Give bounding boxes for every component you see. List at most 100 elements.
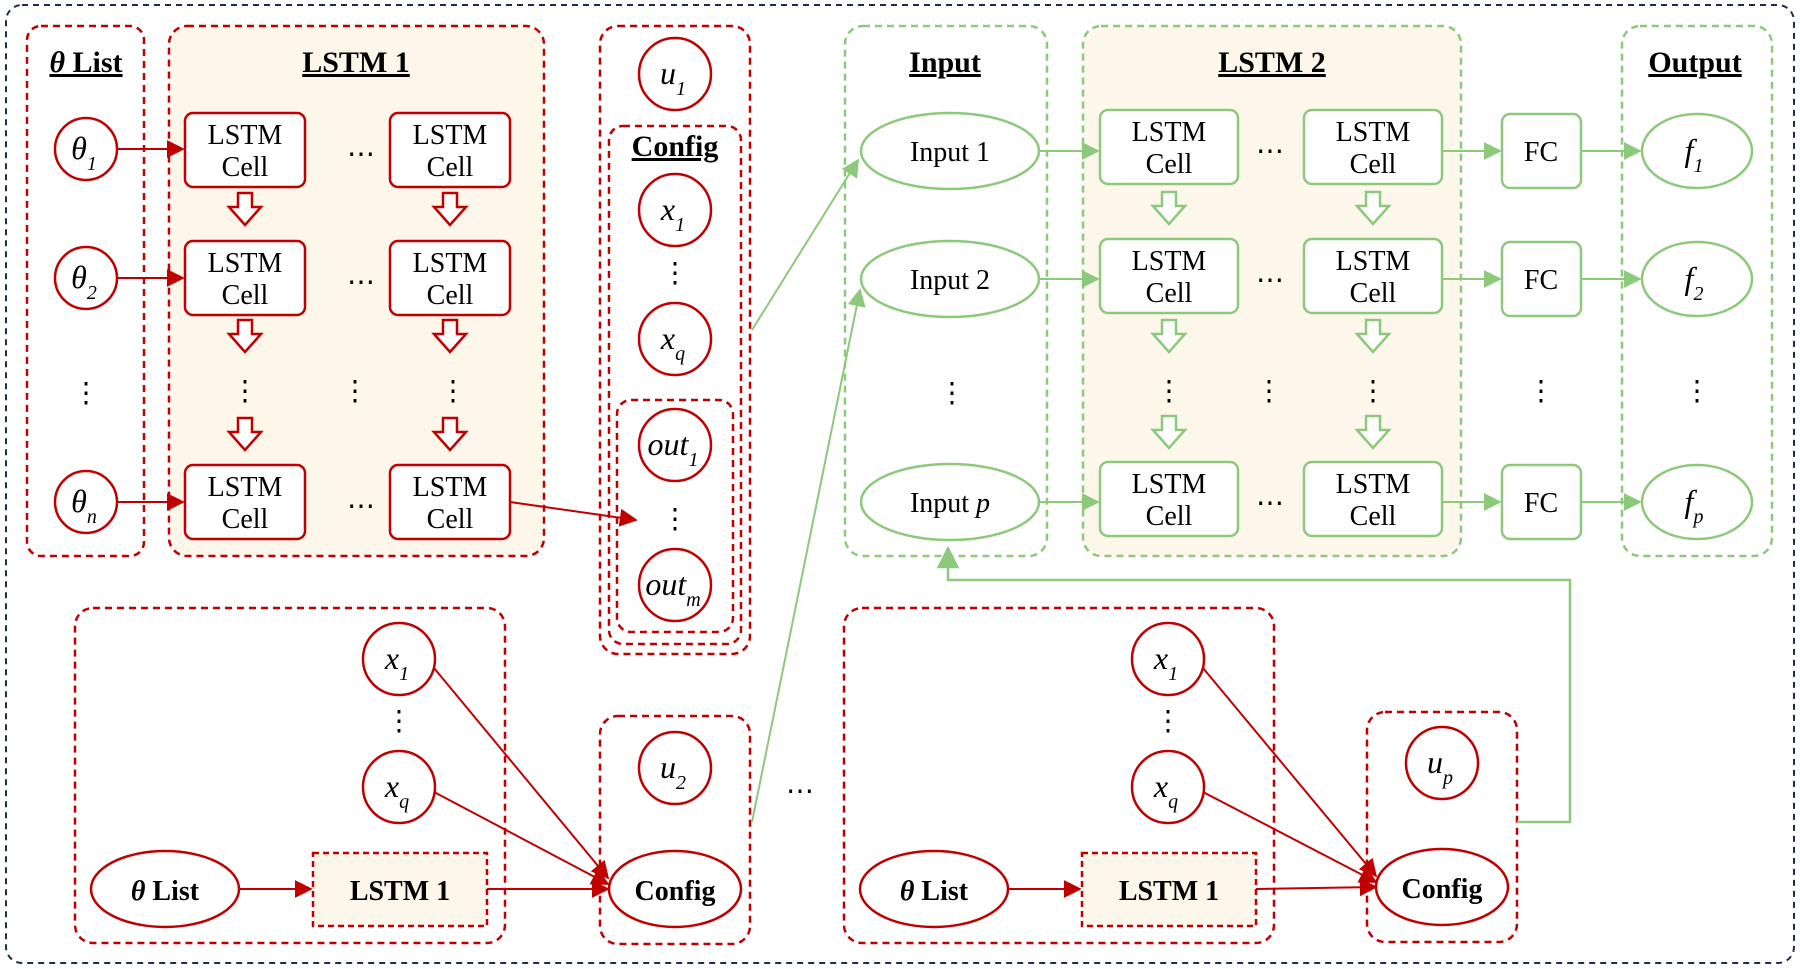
u1-node: [637, 36, 713, 112]
bottom1-lstm1-block: [311, 851, 489, 928]
diagram-nodes: θ1θ2⋮θnLSTMCellLSTMCell⋯LSTMCellLSTMCell…: [53, 36, 1754, 929]
lstm1-cell-r2-c2-line2: Cell: [427, 280, 474, 311]
bottomp-config-label: Config: [1402, 874, 1483, 905]
lstm1-cell-r2-c2: [388, 239, 512, 317]
u2-node-label: u2: [660, 749, 686, 794]
lstm2-cell-r1-c1-line2: Cell: [1146, 149, 1193, 180]
bottom1-x1-node: [361, 621, 437, 697]
bottom1-lstm1-label: LSTM 1: [350, 876, 450, 907]
lstm2-cell-r1-c2-line1: LSTM: [1336, 117, 1411, 148]
bottomp-lstm1-to-config-arrow: [1255, 878, 1378, 897]
lstm2-vertical-ellipsis-1: ⋮: [1359, 376, 1387, 407]
lstm1-down-arrow-b0: [226, 318, 264, 354]
lstm2-cell-r3-c2: [1302, 460, 1444, 538]
theta-node-2-label: θ2: [71, 259, 97, 304]
config-title: Config: [632, 130, 719, 163]
lstm2-cell-r2-c1: [1098, 237, 1240, 315]
bottomp-x-ellipsis: ⋮: [1154, 706, 1182, 737]
lstm1-down-arrow-c0: [226, 416, 264, 452]
lstm1-down-arrow-c1: [431, 416, 469, 452]
bottom-config-panel-1: [598, 714, 752, 946]
output-node-2: [1640, 240, 1754, 318]
lstm2-row-ellipsis-2: ⋯: [1256, 265, 1284, 296]
lstm1-to-out-arrow: [509, 501, 638, 527]
fc-vertical-ellipsis: ⋮: [1527, 376, 1555, 407]
lstm2-down-arrow-a0: [1150, 190, 1188, 226]
lstm1-row-ellipsis-3: ⋯: [347, 491, 375, 522]
outm-node-label: outm: [645, 566, 700, 611]
lstm2-cell-r1-c1-line1: LSTM: [1132, 117, 1207, 148]
lstm1-cell-r3-c2-line2: Cell: [427, 504, 474, 535]
bottom1-x1-to-config-arrow: [433, 667, 610, 880]
lstm2-cell-r3-c2-line2: Cell: [1350, 501, 1397, 532]
lstm2-cell-r1-c2-line2: Cell: [1350, 149, 1397, 180]
input-title: Input: [909, 46, 981, 79]
lstm2-cell-r2-c2: [1302, 237, 1444, 315]
bottomp-x1-node-label: x1: [1153, 640, 1178, 685]
bottomp-x1-node: [1130, 621, 1206, 697]
up-node: [1404, 725, 1480, 801]
lstm1-row-ellipsis-2: ⋯: [347, 267, 375, 298]
bottomp-theta-list-label: θ List: [900, 876, 969, 907]
lstm1-cell-r2-c1-line2: Cell: [222, 280, 269, 311]
lstm2-cell-r1-c2: [1302, 108, 1444, 186]
bottom1-xq-node: [361, 749, 437, 825]
u1-node-label: u1: [660, 55, 686, 100]
lstm2-cell-r3-c2-line1: LSTM: [1336, 469, 1411, 500]
bottom-subgraph-p: [842, 606, 1276, 945]
lstm1-down-arrow-a1: [431, 191, 469, 227]
lstm2-row-ellipsis-1: ⋯: [1256, 136, 1284, 167]
lstm1-cell-r1-c2-line1: LSTM: [413, 120, 488, 151]
fc-label-1: FC: [1524, 137, 1558, 168]
lstm1-cell-r1-c1-line2: Cell: [222, 152, 269, 183]
lstm1-vertical-ellipsis-1: ⋮: [439, 376, 467, 407]
lstm2-down-arrow-a1: [1354, 190, 1392, 226]
lstm2-cell-r2-c1-line2: Cell: [1146, 278, 1193, 309]
lstm1-cell-r1-c1: [183, 111, 307, 189]
lstm1-cell-r1-c2: [388, 111, 512, 189]
outm-node: [637, 547, 713, 623]
lstm2-down-arrow-b0: [1150, 318, 1188, 354]
lstm1-cell-r1-c2-line2: Cell: [427, 152, 474, 183]
lstm1-row-ellipsis-1: ⋯: [347, 139, 375, 170]
lstm2-cell-r3-c1: [1098, 460, 1240, 538]
lstm2-cell-r1-c1: [1098, 108, 1240, 186]
config1-to-input1-arrow: [751, 158, 859, 331]
output-panel: [1620, 24, 1774, 558]
bottomp-xq-to-config-arrow: [1202, 791, 1378, 883]
config2-to-input2-arrow: [751, 288, 866, 823]
config-outer-panel: [598, 24, 752, 656]
lstm1-cell-r2-c1: [183, 239, 307, 317]
lstm2-title: LSTM 2: [1218, 46, 1326, 79]
subgraph-horizontal-ellipsis: ⋯: [786, 776, 814, 807]
out1-node: [637, 407, 713, 483]
lstm1-cell-r3-c1-line1: LSTM: [208, 472, 283, 503]
lstm2-row-ellipsis-3: ⋯: [1256, 488, 1284, 519]
bottom1-xq-node-label: xq: [384, 768, 409, 813]
input-node-label-3: Input p: [910, 488, 990, 519]
bottomp-xq-node-label: xq: [1153, 768, 1178, 813]
input-node-label-1: Input 1: [910, 137, 990, 168]
theta-list-title: θ List: [49, 46, 122, 79]
lstm2-cell-r3-c1-line1: LSTM: [1132, 469, 1207, 500]
bottom1-xq-to-config-arrow: [433, 791, 610, 885]
config-x1-node: [637, 172, 713, 248]
lstm2-down-arrow-c0: [1150, 414, 1188, 450]
config-x1-node-label: x1: [660, 191, 685, 236]
lstm2-cell-r2-c2-line1: LSTM: [1336, 246, 1411, 277]
config-xq-node: [637, 301, 713, 377]
bottomp-lstm1-block: [1080, 851, 1258, 928]
input-panel: [843, 24, 1049, 558]
fc-label-3: FC: [1524, 488, 1558, 519]
bottom-config-panel-p: [1365, 710, 1519, 944]
lstm1-cell-r3-c1-line2: Cell: [222, 504, 269, 535]
outer-frame: [5, 4, 1795, 964]
output-node-1: [1640, 112, 1754, 190]
lstm1-cell-r2-c1-line1: LSTM: [208, 248, 283, 279]
output-node-3: [1640, 463, 1754, 541]
bottom1-theta-list-label: θ List: [131, 876, 200, 907]
lstm1-mid-vertical-ellipsis: ⋮: [341, 376, 369, 407]
lstm1-cell-r3-c2-line1: LSTM: [413, 472, 488, 503]
lstm1-vertical-ellipsis-0: ⋮: [231, 376, 259, 407]
